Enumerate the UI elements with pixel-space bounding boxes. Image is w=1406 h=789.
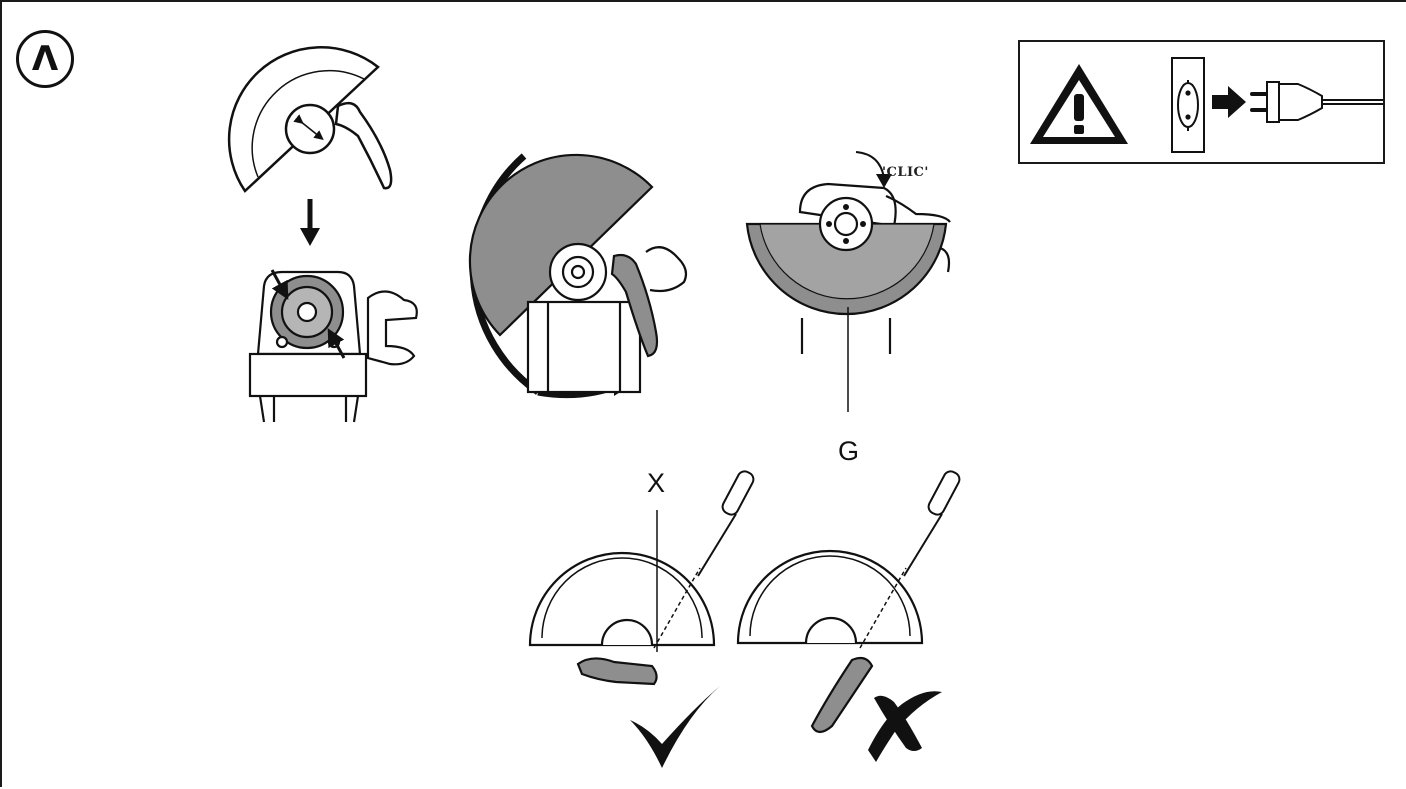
lever-incorrect-figure	[736, 470, 961, 762]
step-marker: Λ	[16, 30, 74, 88]
warning-triangle-icon	[1030, 64, 1128, 144]
click-sound-label: 'CLIC'	[882, 165, 929, 180]
unplug-warning-graphic	[1030, 57, 1383, 153]
lever-callout-label: X	[647, 468, 666, 498]
guard-detached-figure	[227, 46, 393, 193]
down-arrow-icon	[300, 199, 320, 246]
wall-socket-icon	[1171, 57, 1205, 153]
guard-callout-label: G	[838, 436, 860, 466]
power-plug-icon	[1250, 81, 1383, 123]
guard-rotation-figure	[468, 153, 688, 399]
step-marker-symbol: Λ	[31, 39, 59, 79]
right-arrow-icon	[1212, 86, 1246, 118]
unplug-warning-panel	[1018, 40, 1385, 164]
guard-clic-figure	[745, 151, 951, 412]
lever-correct-figure	[528, 470, 755, 768]
screwdriver-icon	[903, 470, 961, 577]
grinder-head-figure	[248, 269, 418, 423]
screwdriver-icon	[697, 470, 755, 577]
cross-mark-icon	[868, 691, 942, 762]
checkmark-icon	[630, 686, 720, 768]
